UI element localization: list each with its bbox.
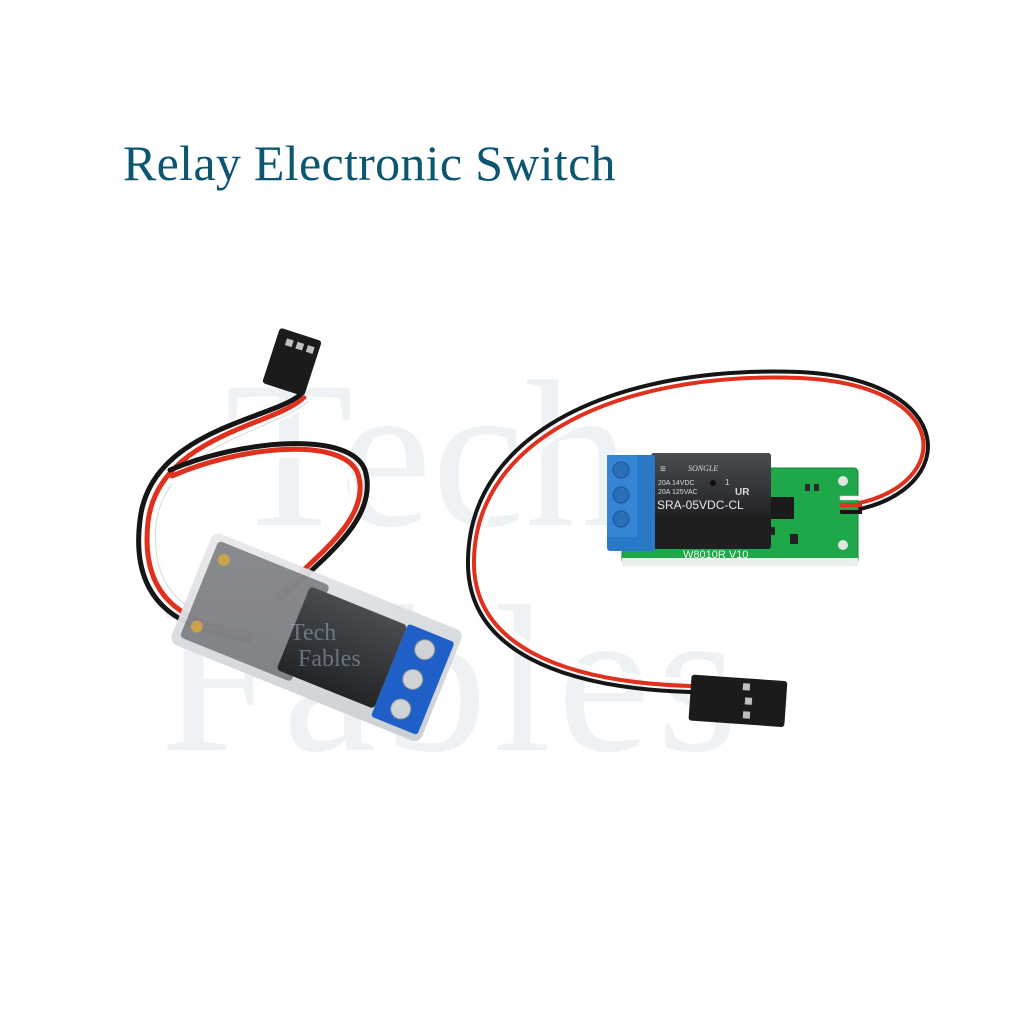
relay-brand: SONGLE [688,464,718,473]
left-relay-module: Tech Fables [136,328,462,742]
relay-rating-1: 20A 14VDC [658,480,695,487]
svg-text:≡: ≡ [660,464,666,475]
small-watermark-tech: Tech [290,620,336,646]
relay-rating-2: 20A 125VAC [658,489,698,496]
relay-model: SRA-05VDC-CL [657,498,744,512]
board-label: W8010R V10 [683,549,748,561]
right-relay-module: ≡ SONGLE 1 UR 20A 14VDC 20A 125VAC SRA-0… [465,369,930,727]
right-servo-connector [688,674,788,727]
left-servo-connector [262,328,322,396]
relay-pin-mark: 1 [725,478,730,487]
small-watermark-fables: Fables [298,646,361,672]
page-title: Relay Electronic Switch [123,135,616,191]
cert-mark: UR [735,487,750,498]
